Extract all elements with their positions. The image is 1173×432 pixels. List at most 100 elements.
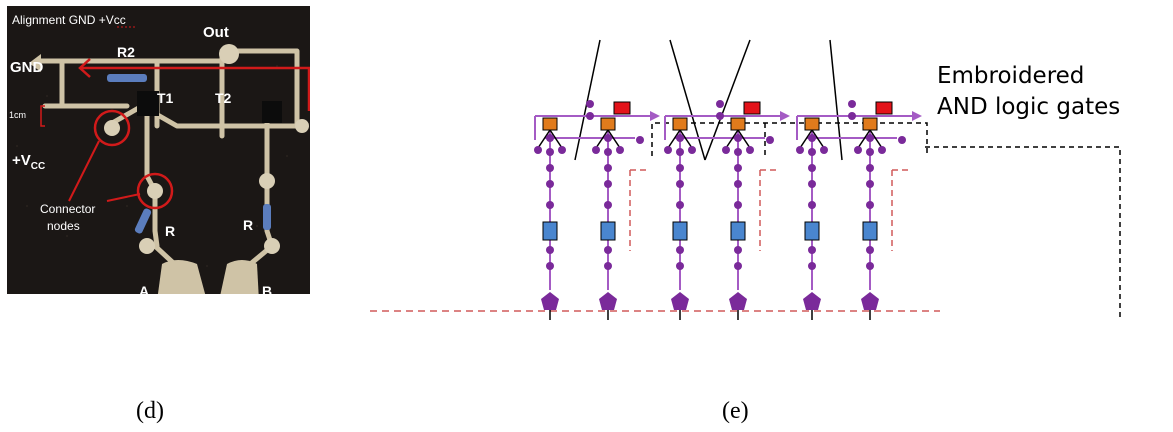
node-dot	[734, 148, 742, 156]
node-dot	[586, 100, 594, 108]
transistor-block	[672, 117, 688, 131]
highlight-circle	[93, 109, 131, 147]
pointer-line	[68, 140, 100, 202]
node-dot	[604, 164, 612, 172]
rail-arrow	[912, 111, 922, 121]
t2-transistor	[262, 101, 282, 123]
gnd-label: GND	[10, 59, 44, 76]
node-dot	[636, 136, 644, 144]
resistor-block	[672, 221, 688, 241]
node-dot	[604, 134, 612, 142]
title-line1: Embroidered	[937, 63, 1084, 89]
r-resistor	[134, 208, 152, 234]
node-dot	[808, 134, 816, 142]
node-dot	[676, 148, 684, 156]
node-dot	[676, 246, 684, 254]
node-dot	[734, 246, 742, 254]
connector-node	[147, 183, 163, 199]
out-label: Out	[203, 24, 229, 41]
lead-wire	[667, 129, 681, 149]
node-dot	[676, 201, 684, 209]
node-dot	[688, 146, 696, 154]
transistor-block	[862, 117, 878, 131]
node-dot	[604, 201, 612, 209]
input-pad	[861, 292, 879, 310]
gnd-alignment-line	[78, 58, 310, 111]
node-dot	[586, 112, 594, 120]
scale-bracket	[40, 105, 45, 127]
node-dot	[866, 134, 874, 142]
lead-wire	[537, 129, 551, 149]
resistor-block	[804, 221, 820, 241]
connector-label-line1: Connector	[40, 202, 95, 216]
pointer-line	[106, 193, 141, 202]
node-dot	[546, 164, 554, 172]
lead-wire	[607, 129, 621, 149]
rail-arrow	[780, 111, 790, 121]
node-dot	[734, 180, 742, 188]
embroidered-circuit-photo: Alignment GND +Vcc Out GND R2 T1 T2 1cm …	[7, 6, 310, 294]
resistor-block	[730, 221, 746, 241]
node-dot	[848, 112, 856, 120]
vcc-label: +VCC	[12, 152, 45, 172]
node-dot	[866, 246, 874, 254]
out-node	[219, 44, 239, 64]
input-pad	[541, 292, 559, 310]
lead-wire	[869, 129, 883, 149]
node-dot	[808, 180, 816, 188]
output-dashed-line	[925, 146, 1121, 320]
alignment-label: Alignment GND +Vcc	[12, 13, 126, 27]
resistor-block	[862, 221, 878, 241]
highlight-circle	[136, 172, 174, 210]
input-b-label: B	[262, 283, 272, 294]
lead-wire	[857, 129, 871, 149]
node-dot	[734, 262, 742, 270]
node-dot	[546, 246, 554, 254]
node-dot	[664, 146, 672, 154]
r-resistor	[263, 204, 271, 230]
node-dot	[546, 148, 554, 156]
and-gates-schematic: Embroidered AND logic gates AB AB BC	[370, 39, 1121, 320]
output-block	[613, 101, 631, 115]
title-line2: AND logic gates	[937, 94, 1120, 120]
node-dot	[558, 146, 566, 154]
t1-label: T1	[157, 90, 174, 106]
rail-arrow	[650, 111, 660, 121]
resistor-block	[600, 221, 616, 241]
input-lines	[574, 39, 843, 161]
input-pad	[803, 292, 821, 310]
node-dot	[616, 146, 624, 154]
lead-wire	[811, 129, 825, 149]
input-pad	[671, 292, 689, 310]
transistor-block	[730, 117, 746, 131]
output-block	[743, 101, 761, 115]
r-left-label: R	[165, 223, 175, 239]
connector-node	[139, 238, 155, 254]
input-pad-b	[220, 260, 259, 294]
connector-node	[259, 173, 275, 189]
node-dot	[808, 246, 816, 254]
node-dot	[878, 146, 886, 154]
node-dot	[866, 164, 874, 172]
lead-wire	[725, 129, 739, 149]
node-dot	[716, 112, 724, 120]
node-dot	[848, 100, 856, 108]
gate-outline	[651, 122, 928, 156]
connector-node	[264, 238, 280, 254]
node-dot	[546, 134, 554, 142]
input-pad	[599, 292, 617, 310]
connector-label-line2: nodes	[47, 219, 80, 233]
node-dot	[808, 164, 816, 172]
t2-label: T2	[215, 90, 232, 106]
node-dot	[866, 201, 874, 209]
r2-resistor	[107, 74, 147, 82]
node-dot	[766, 136, 774, 144]
lead-wire	[799, 129, 813, 149]
node-dot	[722, 146, 730, 154]
node-dot	[716, 100, 724, 108]
connector-node	[104, 120, 120, 136]
caption-e: (e)	[722, 398, 749, 424]
transistor-block	[600, 117, 616, 131]
node-dot	[734, 134, 742, 142]
r-right-label: R	[243, 217, 253, 233]
